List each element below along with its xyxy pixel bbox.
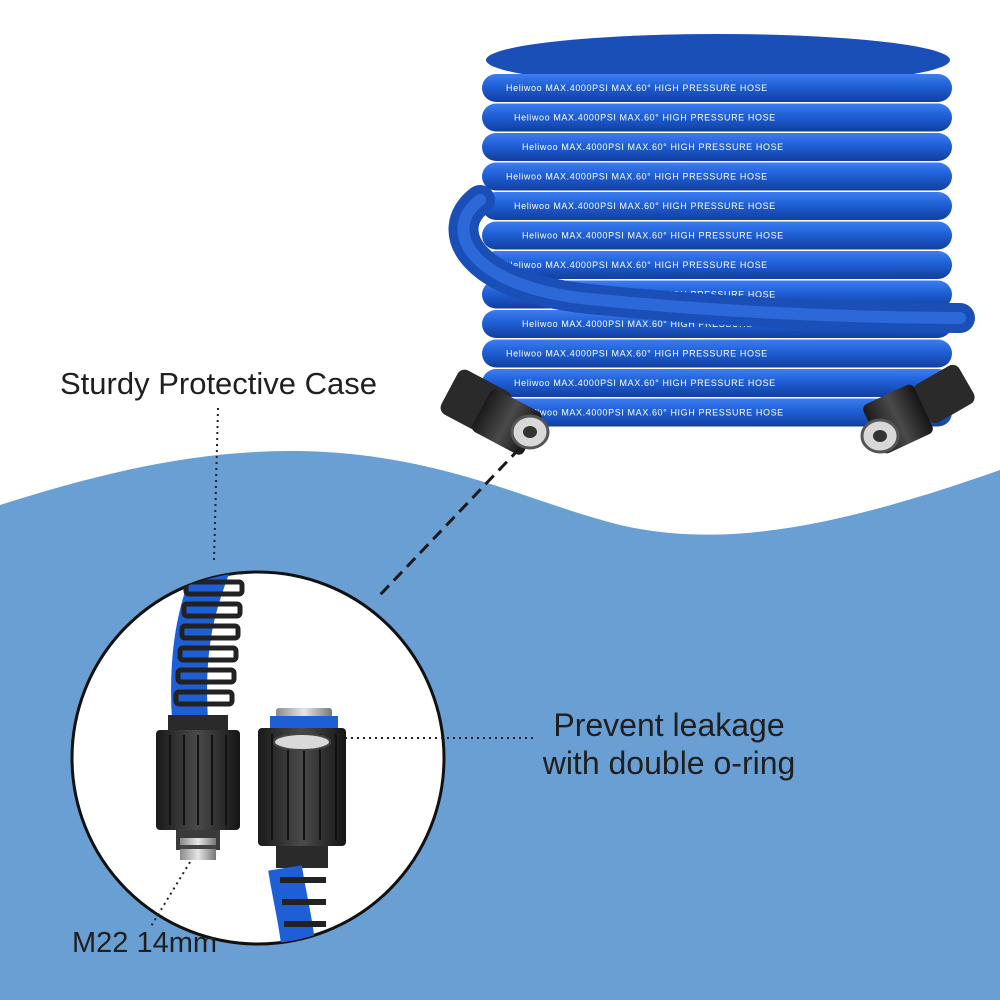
hose-print-text: Heliwoo MAX.4000PSI MAX.60° HIGH PRESSUR… [522,319,784,329]
thread-size-label: M22 14mm [72,927,218,959]
protective-case-rib [175,667,237,685]
hose-coil-band [482,251,952,279]
hose-coil-band [482,74,952,102]
hose-print-text: Heliwoo MAX.4000PSI MAX.60° HIGH PRESSUR… [506,172,768,182]
protective-case-rib [173,689,235,707]
protective-case-label: Sturdy Protective Case [60,366,378,401]
hose-print-text: Heliwoo MAX.4000PSI MAX.60° HIGH PRESSUR… [522,408,784,418]
hose-print-text: Heliwoo MAX.4000PSI MAX.60° HIGH PRESSUR… [514,113,776,123]
hose-coil-band [482,369,952,397]
hose-coil-band [482,398,952,427]
hose-print-text: Heliwoo MAX.4000PSI MAX.60° HIGH PRESSUR… [514,201,776,211]
hose-print-text: Heliwoo MAX.4000PSI MAX.60° HIGH PRESSUR… [506,260,768,270]
hose-coil: Heliwoo MAX.4000PSI MAX.60° HIGH PRESSUR… [448,34,975,427]
hose-coil-band [482,162,952,191]
coil-fitting-left [440,369,550,455]
protective-case-rib [181,601,243,619]
leader-line-zoom [378,446,522,597]
protective-case-rib [183,579,245,597]
leakage-label: Prevent leakage with double o-ring [538,706,800,782]
callout-line-size [149,861,191,929]
hose-coil-band [482,339,952,368]
protective-case-rib [179,623,241,641]
hose-coil-band [482,192,952,220]
hose-print-text: Heliwoo MAX.4000PSI MAX.60° HIGH PRESSUR… [506,349,768,359]
hose-coil-band [482,103,952,132]
hose-print-text: Heliwoo MAX.4000PSI MAX.60° HIGH PRESSUR… [514,378,776,388]
callout-line-case [213,407,219,561]
hose-print-text: Heliwoo MAX.4000PSI MAX.60° HIGH PRESSUR… [522,231,784,241]
hose-print-text: Heliwoo MAX.4000PSI MAX.60° HIGH PRESSUR… [506,83,768,93]
hose-coil-band [482,221,952,250]
leakage-label-line2: with double o-ring [542,745,796,781]
coil-fitting-right [860,364,975,454]
hose-coil-band [482,133,952,161]
leakage-label-line1: Prevent leakage [553,707,785,743]
hose-print-text: Heliwoo MAX.4000PSI MAX.60° HIGH PRESSUR… [522,142,784,152]
protective-case-rib [177,645,239,663]
